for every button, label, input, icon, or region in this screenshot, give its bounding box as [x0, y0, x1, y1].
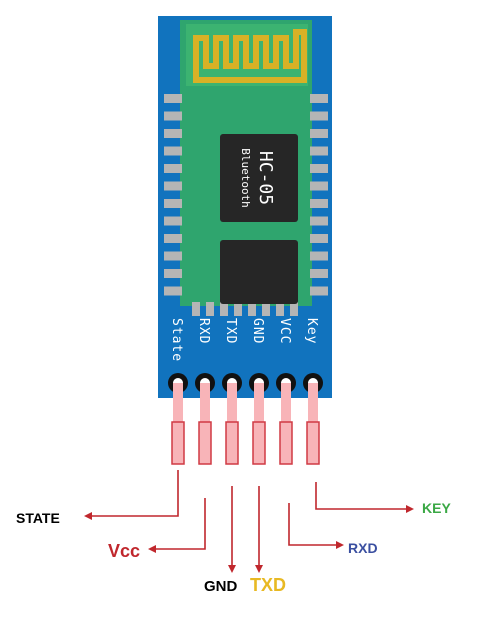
- pin-lead-tip: [279, 421, 293, 465]
- label-state: STATE: [16, 510, 60, 526]
- side-pad: [310, 269, 328, 278]
- pin-lead-tip: [225, 421, 239, 465]
- side-pads-left: [164, 94, 182, 296]
- pin-label: TXD: [223, 318, 238, 344]
- pin-lead-tip: [171, 421, 185, 465]
- side-pad: [164, 129, 182, 138]
- antenna-trace: [193, 29, 307, 83]
- pin-label: State: [169, 318, 184, 362]
- side-pad: [310, 94, 328, 103]
- side-pad: [164, 164, 182, 173]
- side-pad: [310, 286, 328, 296]
- pin-label: RXD: [196, 318, 211, 344]
- pin-label: GND: [250, 318, 265, 344]
- secondary-chip: [220, 240, 298, 304]
- side-pad: [310, 111, 328, 121]
- side-pads-right: [310, 94, 328, 296]
- bottom-pads: [192, 302, 298, 316]
- label-vcc: Vcc: [108, 541, 140, 561]
- pin-label: Key: [304, 318, 319, 344]
- label-gnd: GND: [204, 578, 238, 595]
- side-pad: [164, 216, 182, 226]
- side-pad: [164, 286, 182, 296]
- bottom-pad: [248, 302, 256, 316]
- bottom-pad: [262, 302, 270, 316]
- side-pad: [310, 234, 328, 243]
- main-chip: [220, 134, 298, 222]
- wire-rxd: [288, 503, 344, 549]
- side-pad: [164, 181, 182, 191]
- side-pad: [164, 146, 182, 156]
- side-pad: [310, 216, 328, 226]
- bottom-pad: [206, 302, 214, 316]
- connection-wires: [84, 470, 414, 573]
- side-pad: [310, 129, 328, 138]
- bottom-pad: [290, 302, 298, 316]
- chip-subtitle: Bluetooth: [239, 148, 252, 208]
- side-pad: [164, 234, 182, 243]
- label-txd: TXD: [250, 575, 286, 595]
- pin-lead-tip: [306, 421, 320, 465]
- side-pad: [310, 181, 328, 191]
- pin-label: VCC: [277, 318, 292, 344]
- side-pad: [164, 199, 182, 208]
- bottom-pad: [220, 302, 228, 316]
- pin-labels: State RXD TXD GND VCC Key: [169, 318, 319, 362]
- label-key: KEY: [422, 500, 451, 516]
- pin-lead-tip: [198, 421, 212, 465]
- side-pad: [310, 251, 328, 261]
- bottom-pad: [276, 302, 284, 316]
- bottom-pad: [234, 302, 242, 316]
- label-rxd: RXD: [348, 540, 378, 556]
- bottom-pad: [192, 302, 200, 316]
- side-pad: [310, 199, 328, 208]
- wire-key: [315, 482, 414, 513]
- side-pad: [310, 164, 328, 173]
- wire-vcc: [148, 498, 206, 553]
- chip-name: HC-05: [255, 151, 276, 205]
- wire-state: [84, 470, 179, 520]
- side-pad: [164, 251, 182, 261]
- side-pad: [310, 146, 328, 156]
- side-pad: [164, 94, 182, 103]
- pin-leads: [171, 383, 320, 465]
- side-pad: [164, 269, 182, 278]
- pin-lead-tip: [252, 421, 266, 465]
- side-pad: [164, 111, 182, 121]
